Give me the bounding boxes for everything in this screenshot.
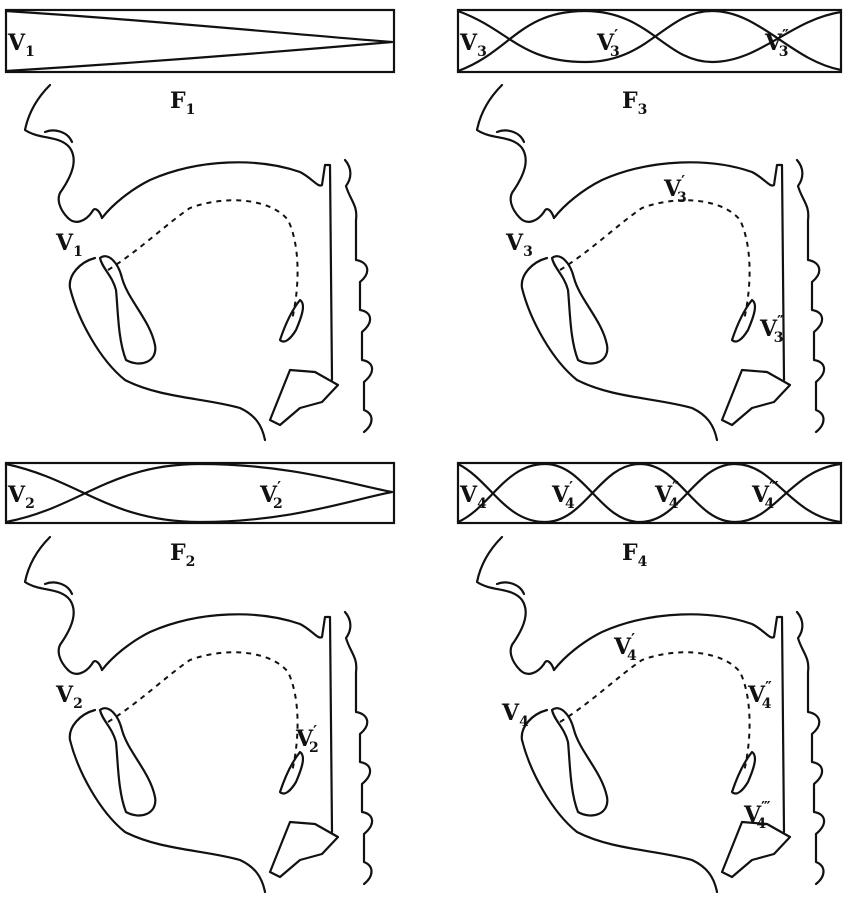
tract-label: V″3 xyxy=(759,312,784,346)
figure-caption: F1 xyxy=(170,88,195,118)
figure-caption: F2 xyxy=(170,540,195,570)
vocal-tract xyxy=(477,537,824,892)
vocal-tract xyxy=(25,537,372,892)
figure-f1: V1 F1 V1 xyxy=(6,10,394,440)
tract-label: V′4 xyxy=(613,630,637,664)
tract-label: V′2 xyxy=(295,722,319,756)
tube-label: V″4 xyxy=(654,478,679,512)
tract-label: V1 xyxy=(55,230,83,260)
tract-label: V4 xyxy=(501,700,529,730)
figure-caption: F4 xyxy=(622,540,648,570)
tract-label: V‴4 xyxy=(743,798,771,832)
tract-label: V″4 xyxy=(747,678,772,712)
tube-label: V′2 xyxy=(259,478,283,512)
vocal-tract xyxy=(477,85,824,440)
figure-f3: V3 V′3 V″3 F3 V3 V′3 V″3 xyxy=(458,10,841,440)
resonance-tube xyxy=(6,463,394,523)
tube-label: V′3 xyxy=(596,26,620,60)
figure-f4: V4 V′4 V″4 V‴4 F4 V4 V′4 V″4 V‴4 xyxy=(458,463,841,892)
tract-label: V3 xyxy=(505,230,533,260)
resonance-tube xyxy=(6,10,394,72)
figure-f2: V2 V′2 F2 V2 V′2 xyxy=(6,463,394,892)
tract-label: V2 xyxy=(55,682,83,712)
figure-caption: F3 xyxy=(622,88,647,118)
tube-label: V″3 xyxy=(764,26,789,60)
tube-label: V′4 xyxy=(551,478,575,512)
vocal-tract xyxy=(25,85,372,440)
tract-label: V′3 xyxy=(663,172,687,206)
